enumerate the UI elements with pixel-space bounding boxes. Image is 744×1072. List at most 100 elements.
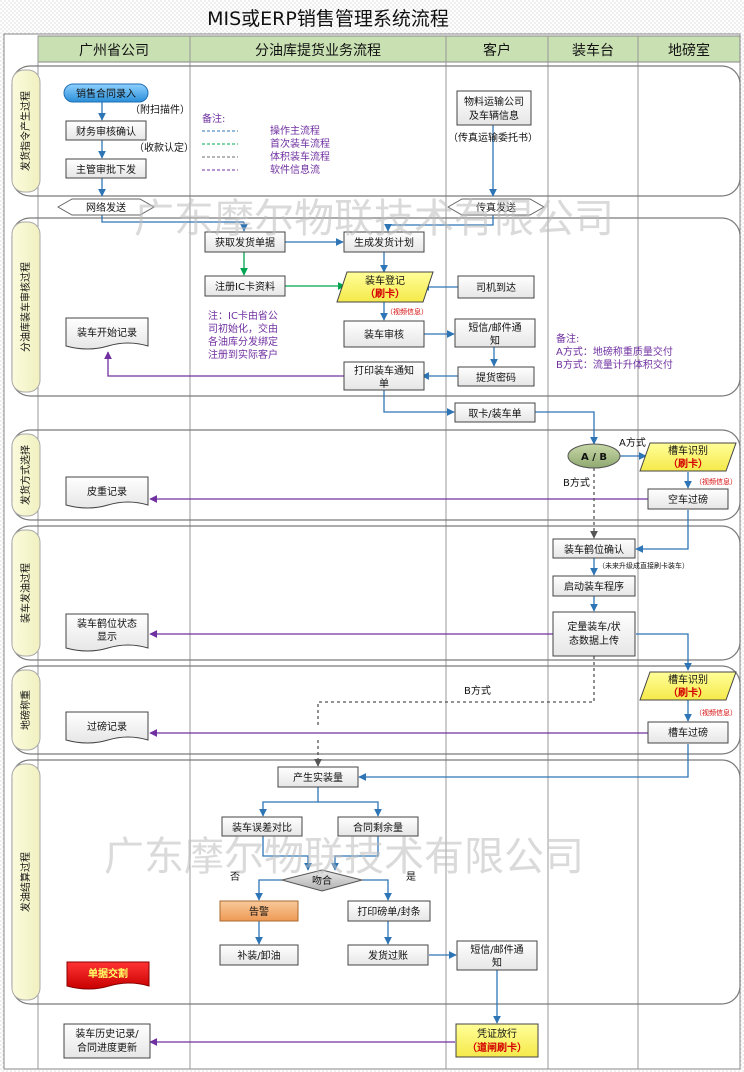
node-attach-scan-note: （附扫描件） (130, 103, 190, 116)
node-crane-status-line1: 装车鹤位状态 (77, 617, 137, 630)
node-weigh-record-label: 过磅记录 (87, 720, 127, 733)
node-sms-notice-2-line1: 短信/邮件通 (470, 943, 523, 956)
node-video-info-1: （视频信息） (386, 307, 428, 316)
node-driver-arrive (457, 275, 535, 299)
future-upgrade-note: （未来升级成直接刷卡装车） (598, 561, 689, 570)
node-start-record (65, 317, 149, 350)
node-print-weigh (347, 900, 431, 922)
node-empty-weigh-label: 空车过磅 (668, 493, 708, 506)
node-history-update-line1: 装车历史记录/ (75, 1027, 139, 1040)
node-tank-weigh (647, 721, 729, 744)
node-fax-send (446, 198, 546, 216)
svg-text:注册到实际客户: 注册到实际客户 (208, 348, 278, 361)
ic-card-note: 注：IC卡由省公 司初始化，交由 各油库分发绑定 注册到实际客户 (208, 309, 278, 361)
node-fax-send-label: 传真发送 (476, 201, 516, 214)
node-get-card (454, 402, 536, 423)
node-pickup-pwd-label: 提货密码 (476, 371, 516, 384)
node-crane-status (65, 613, 149, 652)
node-sales-contract-label: 销售合同录入 (76, 87, 136, 100)
node-logistics-info-line1: 物料运输公司 (464, 95, 524, 108)
node-sms-notice-line2: 知 (490, 334, 500, 347)
node-get-order-label: 获取发货单据 (215, 236, 275, 249)
node-tank-id-1 (639, 442, 737, 472)
node-sms-notice (454, 318, 536, 348)
col-header-depot: 分油库提货业务流程 (255, 42, 381, 59)
node-contract-remain (337, 816, 419, 837)
column-headers: 广州省公司 分油库提货业务流程 客户 装车台 地磅室 (37, 35, 741, 63)
node-register-ic (204, 275, 286, 297)
phase-label-loading: 装车发油过程 (19, 563, 32, 623)
decision-no-label: 否 (230, 871, 240, 883)
node-finance-confirm (65, 120, 147, 141)
phase-label-weighing: 地磅称重 (19, 690, 32, 730)
node-alarm (219, 900, 299, 922)
node-print-notice (343, 361, 425, 391)
node-network-send-label: 网络发送 (86, 201, 126, 214)
a-mode-label: A方式 (619, 436, 646, 449)
node-actual-qty (277, 766, 359, 788)
node-load-diff (221, 816, 303, 837)
phase-label-dispatch: 发货指令产生过程 (19, 91, 32, 171)
node-network-send (56, 198, 156, 216)
node-start-program-label: 启动装车程序 (564, 580, 624, 593)
col-header-loading-rack: 装车台 (572, 42, 614, 59)
svg-text:司初始化，交由: 司初始化，交由 (208, 322, 278, 335)
node-crane-confirm-label: 装车鹤位确认 (564, 543, 624, 556)
node-refill (219, 944, 299, 966)
legend-title: 备注: (202, 112, 225, 125)
node-ship-account (347, 944, 429, 966)
node-bill-settle-label: 单据交割 (88, 967, 128, 980)
col-header-weighbridge: 地磅室 (668, 42, 710, 59)
node-crane-confirm (552, 538, 636, 559)
node-tare-record (65, 476, 149, 509)
node-ab-choice (567, 443, 621, 469)
header-row (37, 35, 741, 63)
node-sms-notice-line1: 短信/邮件通 (468, 321, 521, 334)
node-match-decision (280, 869, 364, 892)
node-actual-qty-label: 产生实装量 (293, 771, 343, 784)
node-start-program (552, 575, 636, 597)
legend-label-info: 软件信息流 (270, 163, 320, 176)
node-video-info-2: （视频信息） (695, 477, 737, 486)
node-finance-confirm-label: 财务审核确认 (76, 125, 136, 138)
watermark-bottom: 广东摩尔物联技术有限公司 (104, 834, 584, 880)
node-truck-register (336, 271, 434, 303)
legend: 备注: 操作主流程 首次装车流程 体积装车流程 软件信息流 (202, 112, 330, 176)
node-load-audit (343, 320, 425, 348)
col-header-customer: 客户 (483, 42, 511, 59)
node-match-label: 吻合 (312, 874, 332, 887)
legend-label-first: 首次装车流程 (270, 137, 330, 150)
node-voucher-release-label: 凭证放行 (477, 1027, 517, 1040)
watermark-top: 广东摩尔物联技术有限公司 (134, 196, 614, 242)
node-get-card-label: 取卡/装车单 (468, 407, 521, 420)
phase-label-settlement: 发油结算过程 (19, 852, 32, 912)
node-register-ic-label: 注册IC卡资料 (215, 280, 275, 293)
node-video-info-3: （视频信息） (695, 708, 737, 717)
diagram-title: MIS或ERP销售管理系统流程 (207, 8, 449, 30)
node-tank-id-2-label: 槽车识别 (668, 673, 708, 686)
node-payment-confirm-note: （收款认定） (134, 141, 194, 154)
node-gate-swipe: （道闸刷卡） (467, 1041, 527, 1054)
nodes: 销售合同录入 （附扫描件） 财务审核确认 （收款认定） 主管审批下发 物料运输公… (56, 83, 737, 1059)
phase-labels: 发货指令产生过程 分油库装车审核过程 发货方式选择 装车发油过程 地磅称重 发油… (11, 69, 41, 1001)
node-print-notice-line2: 单 (379, 378, 389, 390)
node-contract-remain-label: 合同剩余量 (353, 821, 403, 834)
svg-text:注：IC卡由省公: 注：IC卡由省公 (208, 309, 278, 322)
node-ab-choice-label: A / B (581, 452, 607, 463)
node-sms-notice-2-line2: 知 (492, 956, 502, 969)
node-truck-register-swipe: （刷卡） (365, 287, 405, 300)
node-weigh-record (65, 711, 149, 744)
node-print-weigh-label: 打印磅单/封条 (357, 905, 420, 918)
node-pickup-pwd (457, 366, 535, 387)
node-start-record-label: 装车开始记录 (77, 326, 137, 339)
node-manager-approve-label: 主管审批下发 (76, 163, 136, 176)
node-quant-load-line1: 定量装车/状 (567, 620, 620, 633)
node-bill-settle (66, 961, 150, 990)
node-voucher-release (455, 1023, 539, 1058)
svg-text:A方式：地磅称重质量交付: A方式：地磅称重质量交付 (556, 345, 673, 358)
b-mode-label: B方式 (563, 476, 590, 489)
node-quant-load (552, 611, 636, 657)
node-load-audit-label: 装车审核 (364, 328, 404, 341)
node-logistics-info (456, 90, 532, 126)
node-fax-note: （传真运输委托书） (448, 131, 538, 144)
